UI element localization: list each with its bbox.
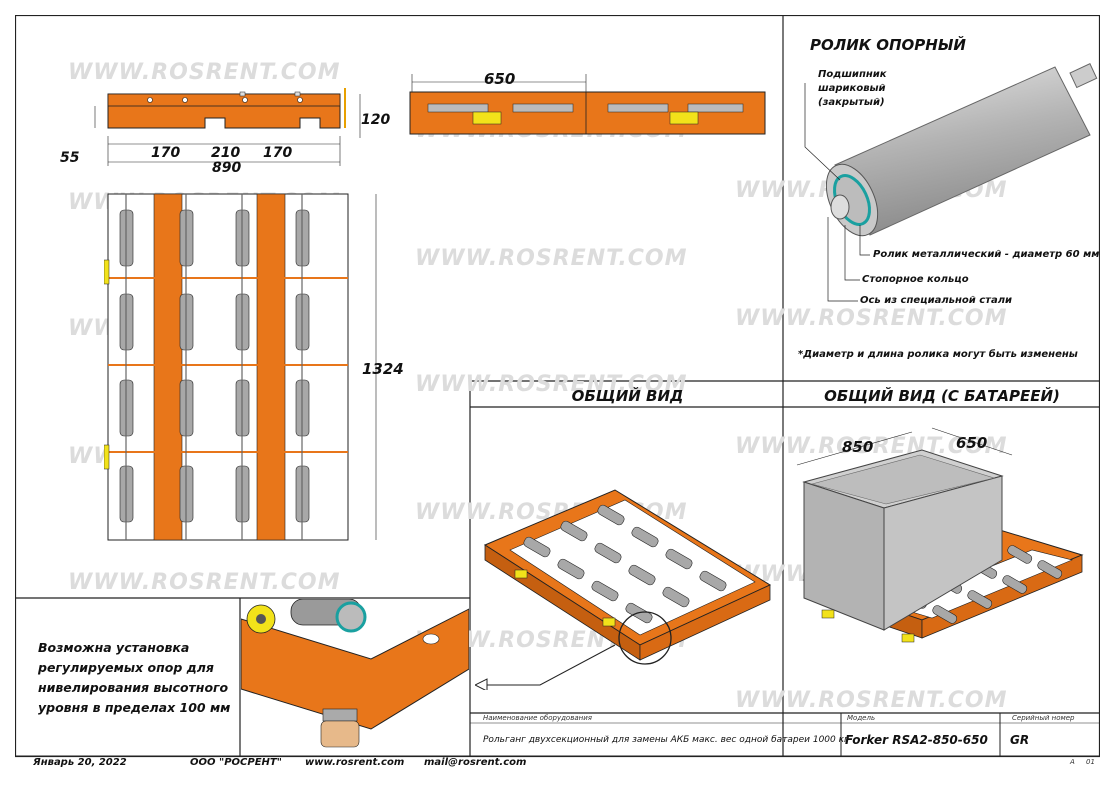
roller-label: Ролик металлический - диаметр 60 мм: [873, 249, 1100, 260]
dim-210: 210: [211, 145, 241, 161]
general-view-drawing: [475, 489, 772, 690]
serial-label: Серийный номер: [1012, 714, 1075, 722]
watermark: WWW.ROSRENT.COM: [415, 246, 688, 271]
bearing-label-1: Подшипник: [818, 69, 887, 80]
model-value: Forker RSA2-850-650: [845, 733, 988, 747]
feet-note-line3: нивелирования высотного: [38, 680, 229, 695]
foot-detail-drawing: [241, 599, 469, 748]
footer-date: Январь 20, 2022: [33, 757, 127, 768]
dim-55: 55: [60, 150, 80, 166]
front-elevation: [409, 74, 766, 135]
bearing-label-3: (закрытый): [818, 97, 885, 108]
feet-note-line1: Возможна установка: [38, 640, 190, 655]
sheet-size: A: [1070, 758, 1075, 766]
roller-detail-drawing: [804, 63, 1098, 302]
side-elevation: [94, 88, 361, 166]
model-label: Модель: [847, 714, 876, 722]
footer-site[interactable]: www.rosrent.com: [305, 757, 405, 768]
ring-label: Стопорное кольцо: [862, 274, 969, 285]
battery-view-drawing: [796, 427, 1084, 643]
footer-mail[interactable]: mail@rosrent.com: [424, 757, 527, 768]
serial-value: GR: [1010, 733, 1030, 747]
dim-170-left: 170: [151, 145, 181, 161]
dim-850: 850: [842, 438, 874, 456]
watermark: WWW.ROSRENT.COM: [68, 570, 341, 595]
equipment-label: Наименование оборудования: [483, 714, 592, 722]
footer-company: ООО "РОСРЕНТ": [190, 757, 282, 768]
dim-890: 890: [212, 160, 242, 176]
watermark: WWW.ROSRENT.COM: [68, 60, 341, 85]
dim-170-right: 170: [263, 145, 293, 161]
watermark: WWW.ROSRENT.COM: [415, 372, 688, 397]
dim-120: 120: [361, 112, 391, 128]
feet-note-line2: регулируемых опор для: [38, 660, 214, 675]
bearing-label-2: шариковый: [818, 83, 886, 94]
general-view-title: ОБЩИЙ ВИД: [571, 387, 684, 405]
watermark: WWW.ROSRENT.COM: [735, 688, 1008, 713]
roller-note: *Диаметр и длина ролика могут быть измен…: [798, 349, 1078, 360]
roller-detail-title: РОЛИК ОПОРНЫЙ: [810, 36, 966, 54]
battery-view-title: ОБЩИЙ ВИД (С БАТАРЕЕЙ): [824, 387, 1060, 405]
plan-view: [104, 193, 377, 541]
dim-650-front: 650: [484, 70, 516, 88]
sheet-number: 01: [1086, 758, 1095, 766]
axle-label: Ось из специальной стали: [860, 295, 1013, 306]
equipment-value: Рольганг двухсекционный для замены АКБ м…: [483, 735, 849, 745]
sheet-frame: [15, 15, 1100, 758]
dim-650-battery: 650: [956, 434, 988, 452]
dim-1324: 1324: [362, 360, 404, 378]
feet-note-line4: уровня в пределах 100 мм: [38, 700, 231, 715]
drawing-sheet: [15, 15, 1100, 767]
watermark: WWW.ROSRENT.COM: [735, 306, 1008, 331]
